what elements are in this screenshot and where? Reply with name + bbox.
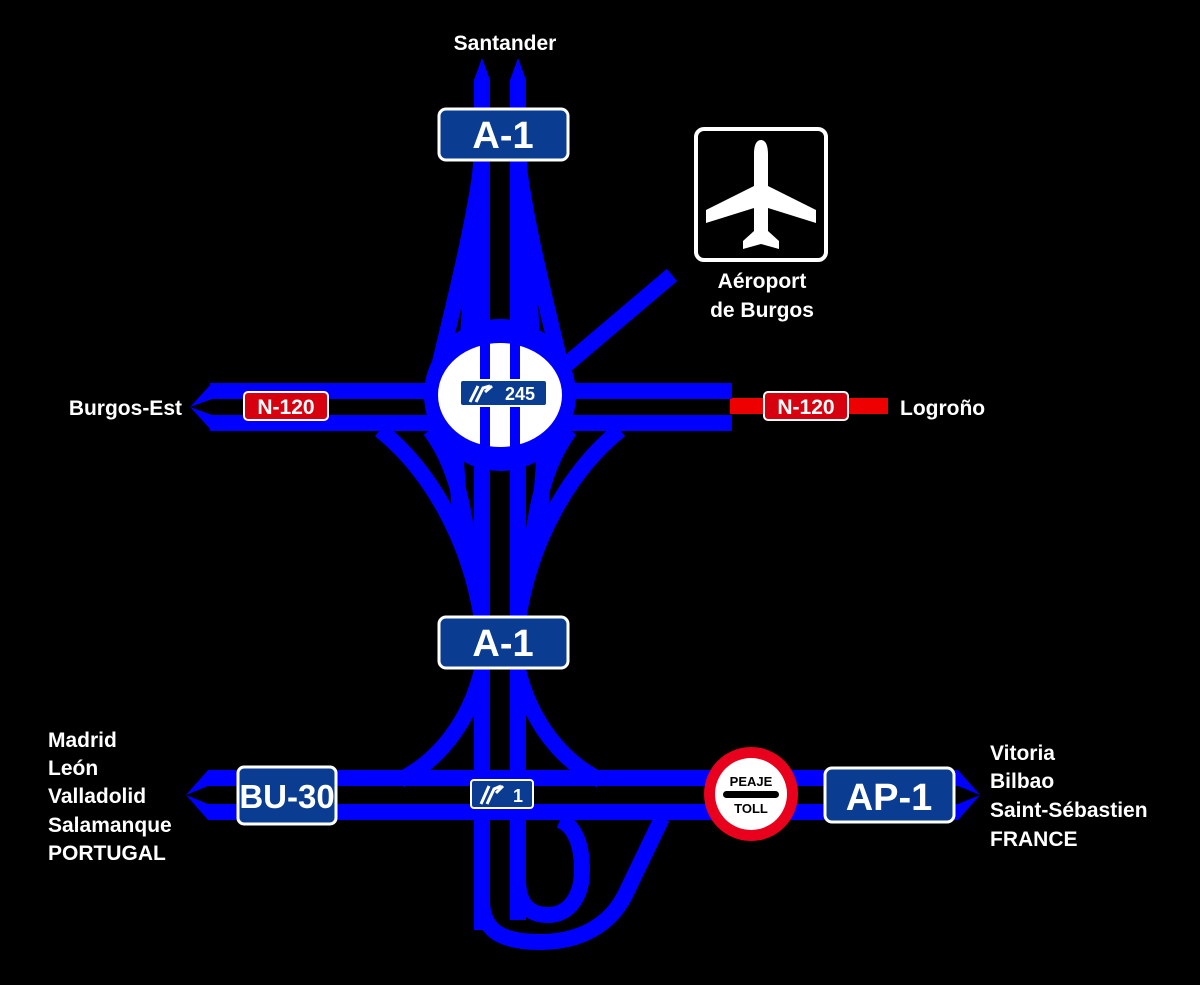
a1-mid-label: A-1 [472,623,533,665]
airport-sign [694,127,828,262]
exit-245-number: 245 [505,384,535,404]
toll-label-toll: TOLL [734,801,768,816]
ap1-label: AP-1 [846,777,933,819]
a1-top-sign: A-1 [437,107,570,162]
label-bilbao: Bilbao [990,770,1054,793]
label-group-southeast: Vitoria Bilbao Saint-Sébastien FRANCE [990,742,1148,851]
airport-link-road [554,268,678,377]
exit-1-sign: 1 [470,779,534,809]
junction-disc: 245 [424,319,576,471]
a1-mid-sign: A-1 [437,615,570,670]
label-france: FRANCE [990,828,1078,851]
n120-west-label: N-120 [257,396,314,419]
label-logrono: Logroño [900,397,985,420]
n120-east-label: N-120 [777,396,834,419]
exit-icon [468,384,493,403]
label-madrid: Madrid [48,729,117,752]
a1-top-label: A-1 [472,115,533,157]
label-portugal: PORTUGAL [48,842,166,865]
label-saint-sebastien: Saint-Sébastien [990,799,1148,822]
bu30-label: BU-30 [239,778,334,815]
exit-245-sign: 245 [459,379,548,407]
bu30-sign: BU-30 [236,765,338,826]
exit-1-number: 1 [513,786,523,806]
label-valladolid: Valladolid [48,785,146,808]
label-burgos-est: Burgos-Est [69,397,182,420]
airplane-icon [706,140,816,249]
label-santander: Santander [454,32,557,55]
label-airport-line1: Aéroport [718,270,807,293]
label-leon: León [48,757,98,780]
label-airport-line2: de Burgos [710,299,814,322]
exit-icon [479,784,505,805]
toll-label-peaje: PEAJE [730,774,773,789]
toll-icon: PEAJE TOLL [704,747,798,841]
label-vitoria: Vitoria [990,742,1055,765]
n120-east-sign: N-120 [763,391,849,421]
n120-west-sign: N-120 [243,391,329,421]
ap1-sign: AP-1 [823,766,956,824]
label-salamanque: Salamanque [48,814,172,837]
label-group-southwest: Madrid León Valladolid Salamanque PORTUG… [48,729,172,865]
